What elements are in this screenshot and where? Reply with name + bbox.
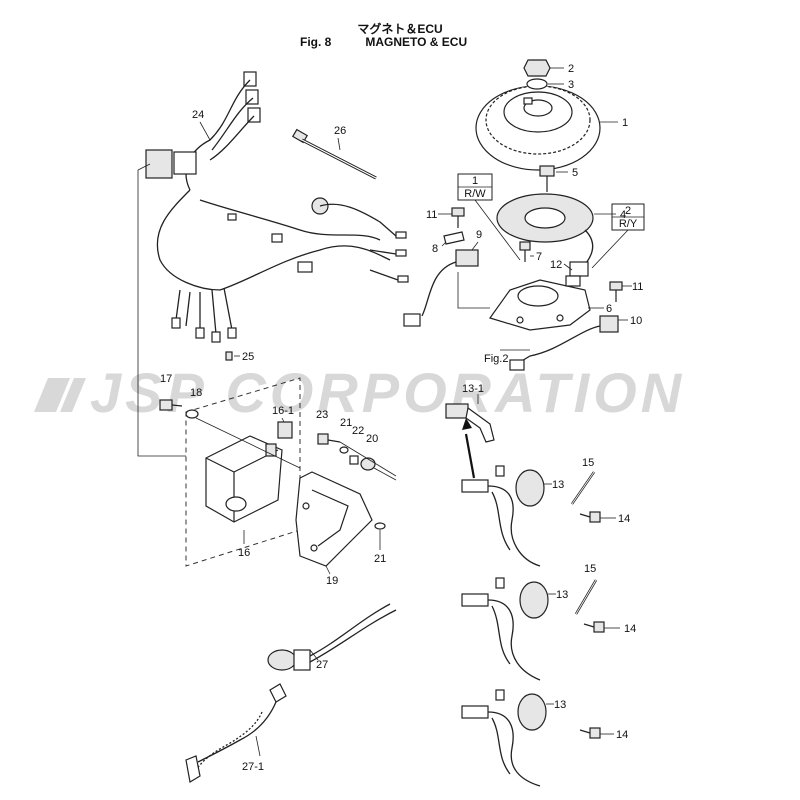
grommet-20 [360, 457, 376, 471]
callout-13-middle: 13 [556, 589, 568, 601]
lanyard-cord [185, 683, 287, 783]
callout-3: 3 [568, 79, 574, 91]
screw-14-middle [583, 621, 605, 633]
clip-25 [225, 351, 233, 361]
callout-12: 12 [550, 259, 562, 271]
callout-16: 16 [238, 547, 250, 559]
ry-number: 2 [625, 205, 631, 217]
ry-code: R/Y [619, 218, 638, 230]
callout-15-middle: 15 [584, 563, 596, 575]
callout-21-top: 21 [340, 417, 352, 429]
callout-13-bottom: 13 [554, 699, 566, 711]
pulser-coil [403, 249, 479, 327]
pin-15-middle [574, 579, 598, 615]
title-japanese: マグネト＆ECU [357, 22, 443, 36]
ecu-connector [277, 421, 293, 439]
fig-reference: Fig.2 [484, 353, 508, 365]
callout-2: 2 [568, 63, 574, 75]
callout-13-top: 13 [552, 479, 564, 491]
rw-number: 1 [472, 175, 478, 187]
title-row: Fig. 8 MAGNETO & ECU [300, 35, 467, 49]
callout-27-1: 27-1 [242, 761, 264, 773]
callout-18: 18 [190, 387, 202, 399]
figure-title: MAGNETO & ECU [365, 35, 468, 49]
ignition-coil-middle [461, 577, 549, 681]
callout-9: 9 [476, 229, 482, 241]
stator-coil [496, 193, 594, 277]
callout-21-bottom: 21 [374, 553, 386, 565]
callout-11-right: 11 [632, 281, 643, 293]
callout-14-middle: 14 [624, 623, 636, 635]
callout-8: 8 [432, 243, 438, 255]
stator-bolt [539, 165, 555, 192]
screw-14-top [579, 511, 601, 523]
callout-16-1: 16-1 [272, 405, 294, 417]
ignition-coil-bottom [461, 689, 547, 787]
pin-15-top [571, 471, 595, 505]
callout-7: 7 [536, 251, 542, 263]
bolt-23 [317, 433, 341, 445]
watermark: JSP CORPORATION [34, 361, 685, 424]
bolt-11-left [451, 207, 465, 228]
wire-clamp [443, 231, 465, 245]
callout-5: 5 [572, 167, 578, 179]
watermark-text: JSP CORPORATION [90, 361, 685, 424]
stop-switch [267, 603, 397, 671]
callout-15-top: 15 [582, 457, 594, 469]
callout-14-bottom: 14 [616, 729, 628, 741]
callout-23: 23 [316, 409, 328, 421]
callout-14-top: 14 [618, 513, 630, 525]
ignition-coil-top [461, 465, 545, 567]
callout-6: 6 [606, 303, 612, 315]
stator-screw [519, 241, 531, 262]
callout-10: 10 [630, 315, 642, 327]
color-code-rw: 1 R/W [457, 173, 521, 261]
rw-code: R/W [464, 188, 486, 200]
screw-14-bottom [579, 727, 601, 739]
figure-number: Fig. 8 [300, 35, 332, 49]
nut [523, 59, 551, 77]
callout-24: 24 [192, 109, 204, 121]
callout-20: 20 [366, 433, 378, 445]
callout-19: 19 [326, 575, 338, 587]
bolt-17 [159, 399, 183, 411]
callout-17: 17 [160, 373, 172, 385]
washer-18 [185, 409, 199, 419]
neutral-switch [509, 315, 619, 371]
callout-11-left: 11 [426, 209, 437, 221]
callout-27: 27 [316, 659, 328, 671]
bolt-11-right [609, 281, 623, 302]
color-code-ry: 2 R/Y [591, 203, 645, 269]
cable-tie [291, 128, 377, 180]
collar-22 [349, 455, 359, 465]
ecu-bracket [295, 471, 373, 567]
flywheel [475, 85, 601, 171]
callout-26: 26 [334, 125, 346, 137]
callout-25: 25 [242, 351, 254, 363]
ecu-unit [205, 435, 283, 523]
washer [526, 78, 548, 90]
callout-4: 4 [620, 209, 626, 221]
pulser-plate [489, 279, 591, 331]
washer-21b [374, 522, 386, 530]
wiring-harness [145, 71, 409, 343]
arrow-up [462, 418, 476, 479]
callout-22: 22 [352, 425, 364, 437]
callout-13-1: 13-1 [462, 383, 484, 395]
leader-lines [199, 67, 632, 757]
callout-labels: 1 2 3 4 5 6 7 8 9 10 11 11 12 13 13 13 1… [160, 63, 643, 773]
stator-connector [565, 275, 581, 287]
washer-21a [339, 446, 349, 454]
callout-1: 1 [622, 117, 628, 129]
